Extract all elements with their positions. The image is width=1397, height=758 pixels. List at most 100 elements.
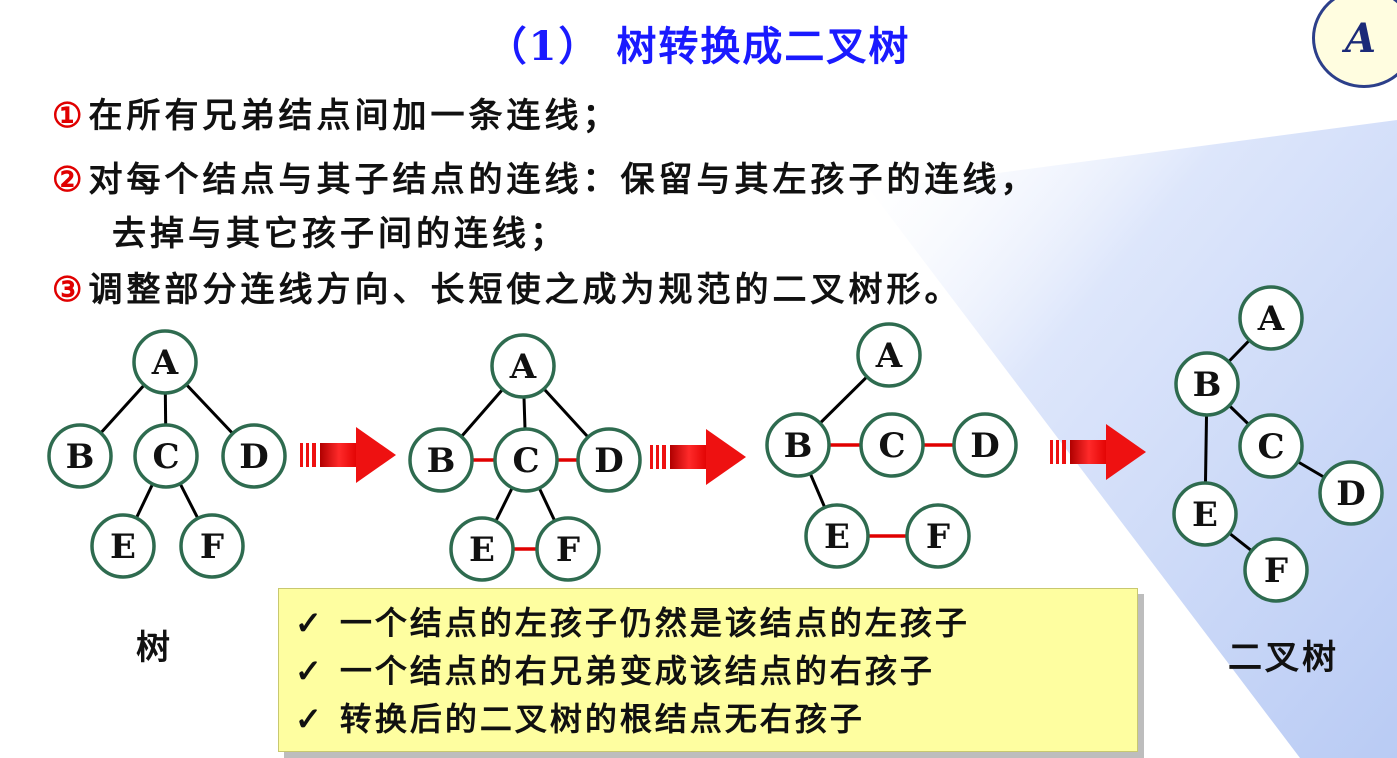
arrow-shaft	[670, 445, 708, 469]
arrow-stripe	[312, 443, 316, 467]
tree-node-circle	[804, 503, 870, 569]
tree-node-E: E	[90, 513, 156, 579]
tree-node-circle	[952, 412, 1018, 478]
tree-node-F: F	[179, 513, 245, 579]
step-3-text: 调整部分连线方向、长短使之成为规范的二叉树形。	[88, 270, 963, 310]
tree-node-label: D	[970, 426, 999, 466]
step-2-text: 对每个结点与其子结点的连线：保留与其左孩子的连线，	[88, 160, 1039, 200]
tree-node-label: D	[594, 441, 623, 481]
tree-node-A: A	[490, 333, 556, 399]
tree-node-label: C	[152, 437, 179, 477]
tree-node-circle	[449, 516, 515, 582]
tree-node-label: A	[1257, 299, 1285, 339]
red-arrow-icon	[1050, 424, 1146, 480]
slide-title: （1） 树转换成二叉树	[486, 23, 911, 70]
tree-node-circle	[132, 329, 198, 395]
tree-node-A: A	[856, 322, 922, 388]
check-icon: ✓	[295, 652, 322, 690]
arrow-stripe	[300, 443, 303, 467]
tree-node-circle	[1172, 481, 1238, 547]
note-1: ✓ 一个结点的左孩子仍然是该结点的左孩子	[295, 599, 1137, 647]
step-1-number: ①	[52, 96, 83, 136]
tree-node-label: C	[1257, 427, 1284, 467]
conversion-notes-box: ✓ 一个结点的左孩子仍然是该结点的左孩子 ✓ 一个结点的右兄弟变成该结点的右孩子 ✓…	[278, 588, 1138, 752]
tree-node-circle	[221, 423, 287, 489]
tree-node-circle	[1174, 351, 1240, 417]
tree-node-circle	[856, 322, 922, 388]
tree-node-D: D	[576, 427, 642, 493]
tree-node-label: A	[151, 343, 179, 383]
tree-node-C: C	[859, 412, 925, 478]
tree-node-circle	[493, 427, 559, 493]
check-icon: ✓	[295, 700, 322, 738]
note-2-text: 一个结点的右兄弟变成该结点的右孩子	[339, 652, 935, 690]
tree-node-label: B	[427, 441, 456, 481]
tree-node-circle	[133, 423, 199, 489]
tree-node-label: D	[239, 437, 268, 477]
tree-node-E: E	[1172, 481, 1238, 547]
tree-node-C: C	[133, 423, 199, 489]
step-2-continuation: 去掉与其它孩子间的连线；	[112, 206, 568, 255]
arrow-stripe	[662, 445, 666, 469]
arrow-head	[1106, 424, 1146, 480]
tree-node-circle	[1238, 413, 1304, 479]
tree-node-label: B	[1193, 365, 1222, 405]
tree-node-D: D	[221, 423, 287, 489]
tree-node-label: B	[784, 426, 813, 466]
tree-node-label: C	[512, 441, 539, 481]
tree-node-F: F	[905, 503, 971, 569]
tree-node-label: A	[875, 336, 903, 376]
check-icon: ✓	[295, 604, 322, 642]
tree-node-circle	[490, 333, 556, 399]
transform-arrows	[300, 424, 1146, 485]
tree-node-A: A	[1238, 285, 1304, 351]
tree-node-B: B	[47, 423, 113, 489]
arrow-shaft	[320, 443, 358, 467]
arrow-stripe	[1056, 440, 1059, 464]
tree-node-B: B	[765, 412, 831, 478]
tree-node-circle	[408, 427, 474, 493]
arrow-shaft	[1070, 440, 1108, 464]
tree-node-circle	[905, 503, 971, 569]
tree-label: 树	[136, 628, 173, 668]
tree-node-label: F	[1264, 551, 1288, 591]
tree-node-E: E	[449, 516, 515, 582]
red-arrow-icon	[300, 427, 396, 483]
tree-node-label: F	[200, 527, 224, 567]
tree-node-D: D	[1318, 460, 1384, 526]
arrow-stripe	[306, 443, 309, 467]
tree-node-circle	[1238, 285, 1304, 351]
tree-node-label: C	[878, 426, 905, 466]
arrow-stripe	[1050, 440, 1053, 464]
tree-node-circle	[179, 513, 245, 579]
arrow-stripe	[1062, 440, 1066, 464]
tree-node-label: D	[1336, 474, 1365, 514]
tree-node-E: E	[804, 503, 870, 569]
tree-node-F: F	[535, 516, 601, 582]
arrow-head	[356, 427, 396, 483]
note-3: ✓转换后的二叉树的根结点无右孩子	[295, 695, 1137, 743]
tree-node-C: C	[493, 427, 559, 493]
arrow-stripe	[656, 445, 659, 469]
tree-node-circle	[1318, 460, 1384, 526]
tree-node-C: C	[1238, 413, 1304, 479]
tree-node-circle	[47, 423, 113, 489]
binary-tree-label: 二叉树	[1228, 638, 1339, 678]
tree-node-circle	[1243, 537, 1309, 603]
tree-node-circle	[535, 516, 601, 582]
tree-node-B: B	[1174, 351, 1240, 417]
tree-node-D: D	[952, 412, 1018, 478]
tree-node-label: E	[110, 527, 136, 567]
step-2-number: ②	[52, 160, 83, 200]
tree-node-label: F	[556, 530, 580, 570]
tree-node-label: E	[469, 530, 495, 570]
step-3-number: ③	[52, 270, 83, 310]
tree-node-A: A	[132, 329, 198, 395]
note-1-text: 一个结点的左孩子仍然是该结点的左孩子	[339, 604, 970, 642]
arrow-head	[706, 429, 746, 485]
